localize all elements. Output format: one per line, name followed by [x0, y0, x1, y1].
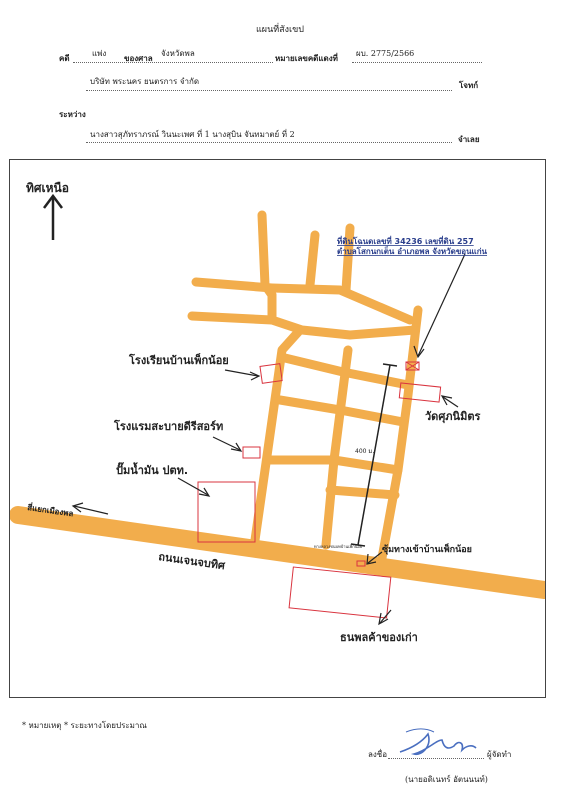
- case-type: แพ่ง: [92, 49, 107, 58]
- gas-station-label: ปั๊มน้ำมัน ปตท.: [116, 462, 188, 477]
- defendant-names: นางสาวสุภัทราภรณ์ วินนะเพศ ที่ 1 นางสุบิ…: [90, 130, 295, 139]
- temple-marker: [398, 382, 442, 403]
- plaintiff-name: บริษัท พระนคร ยนตรการ จำกัด: [90, 77, 200, 86]
- temple-arrow: [442, 396, 459, 408]
- highway-road: [10, 506, 545, 599]
- parcel-label-line2: ตำบลโสกนกเต็น อำเภอพล จังหวัดขอนแก่น: [337, 245, 488, 256]
- roads: [10, 210, 545, 599]
- shop-marker: [288, 566, 392, 619]
- plaintiff-line: [86, 90, 452, 91]
- signer-name: (นายอดิเนทร์ อัตนนนท์): [405, 775, 488, 784]
- parcel-label-line1: ที่ดินโฉนดเลขที่ 34236 เลขที่ดิน 257: [337, 235, 474, 246]
- defendant-line: [86, 142, 452, 143]
- parcel-marker: [405, 361, 420, 371]
- map-canvas: ทิศเหนือ ที่ดินโฉนดเลขที่ 34236 เลขที่ดิ…: [10, 181, 545, 644]
- plaintiff-role: โจทก์: [459, 80, 479, 90]
- defendant-role: จำเลย: [458, 134, 480, 144]
- gas-station-marker: [197, 481, 256, 543]
- distance-tick-bottom: [350, 543, 366, 547]
- school-label: โรงเรียนบ้านเพ็กน้อย: [128, 353, 229, 367]
- map-frame: ทิศเหนือ ที่ดินโฉนดเลขที่ 34236 เลขที่ดิ…: [9, 159, 546, 698]
- road-center-vertical: [321, 345, 353, 550]
- distance-label: 400 ม.: [355, 448, 374, 455]
- shop-arrow: [379, 609, 392, 624]
- parcel-arrow: [417, 253, 466, 357]
- shop-label: ธนพลค้าของเก่า: [340, 631, 418, 644]
- footer-note: * หมายเหตุ * ระยะทางโดยประมาณ: [22, 721, 147, 730]
- hotel-arrow: [212, 436, 241, 451]
- court-label: ของศาล: [124, 53, 153, 63]
- distance-scale: [350, 363, 398, 547]
- direction-arrow: [73, 505, 109, 515]
- hotel-label: โรงแรมสะบายดีรีสอร์ท: [113, 419, 223, 433]
- case-number-label: หมายเลขคดีแดงที่: [275, 53, 338, 63]
- north-arrow-icon: [43, 193, 63, 240]
- road-north-cross: [267, 283, 415, 325]
- road-west-1: [191, 277, 277, 293]
- pointer-arrows: [71, 253, 466, 626]
- case-label: คดี: [59, 53, 70, 63]
- school-arrow: [224, 369, 259, 377]
- north-label: ทิศเหนือ: [26, 181, 69, 195]
- cross-street-3: [263, 455, 403, 475]
- road-east-vertical: [377, 305, 423, 563]
- road-west-vertical: [250, 325, 305, 545]
- junction-label: ซุ้มทางเข้าบ้านเพ็กน้อย: [382, 542, 472, 555]
- court-name: จังหวัดพล: [161, 49, 195, 58]
- hotel-marker: [242, 446, 261, 459]
- distance-line: [357, 364, 391, 546]
- road-north-right: [341, 223, 355, 295]
- signature-line: [388, 758, 484, 759]
- case-number: ผบ. 2775/2566: [356, 49, 415, 58]
- case-number-line: [352, 62, 482, 63]
- junction-marker: [356, 560, 366, 567]
- parcel-marker-cross: [405, 361, 420, 371]
- signer-role: ผู้จัดทำ: [487, 750, 512, 759]
- cross-street-4: [325, 485, 400, 500]
- case-line: [73, 62, 273, 63]
- junction-arrow: [367, 551, 383, 564]
- sign-label: ลงชื่อ: [368, 750, 388, 759]
- cross-street-1: [280, 353, 413, 390]
- road-north-loop: [267, 290, 420, 340]
- small-road-sign: ทางหลวงชนบทบ้านเพ็กน้อย: [314, 543, 362, 549]
- road-north-mid: [305, 230, 320, 290]
- markers: [197, 361, 442, 619]
- cross-street-2: [275, 395, 408, 427]
- between-label: ระหว่าง: [59, 109, 86, 119]
- temple-label: วัดศุภนิมิตร: [425, 410, 480, 424]
- distance-tick-top: [382, 363, 398, 367]
- school-marker: [259, 363, 283, 384]
- page-title: แผนที่สังเขป: [256, 25, 304, 35]
- road-west-2: [187, 311, 277, 325]
- highway-label: ถนนเจนจบทิศ: [158, 550, 227, 572]
- gas-arrow: [177, 477, 209, 496]
- signature-mark: [399, 728, 477, 756]
